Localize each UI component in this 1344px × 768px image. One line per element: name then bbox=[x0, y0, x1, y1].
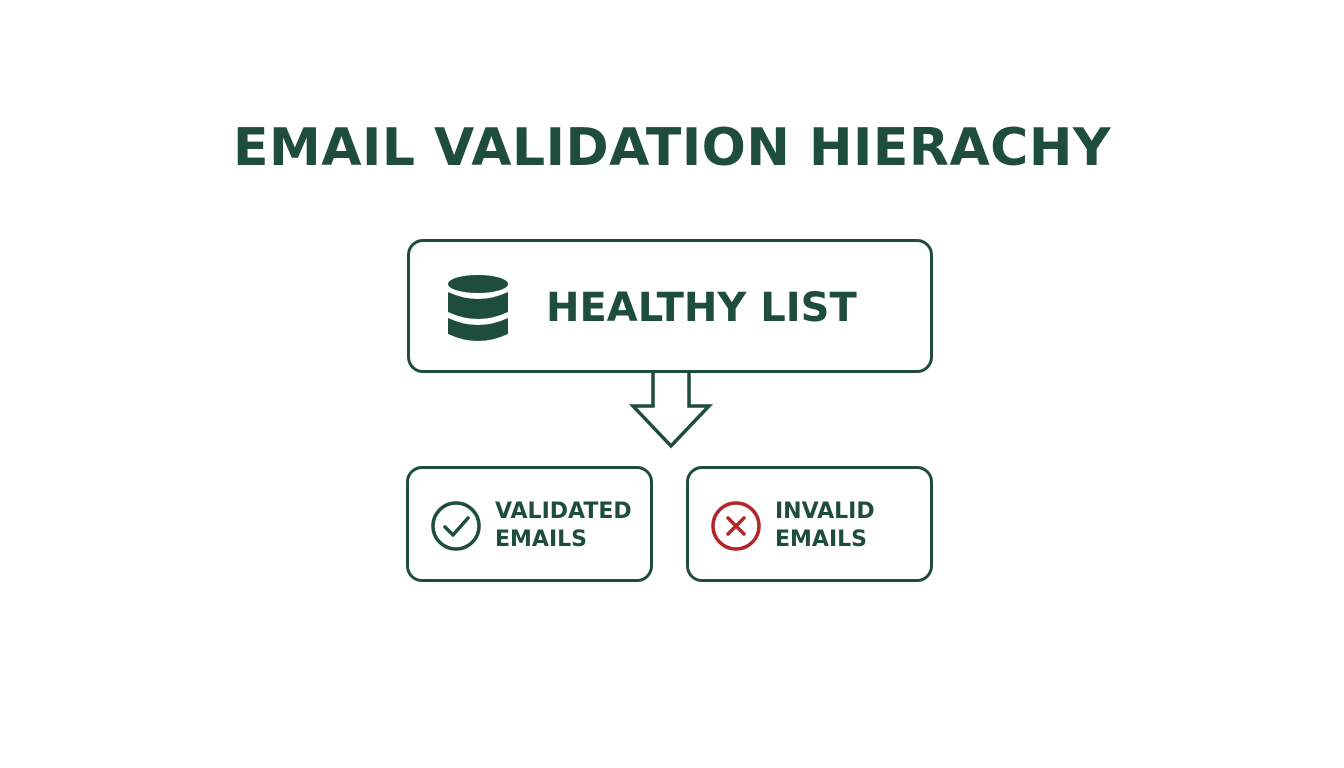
invalid-emails-line1: INVALID bbox=[775, 499, 875, 524]
validated-emails-label: VALIDATED EMAILS bbox=[495, 498, 632, 554]
validated-emails-node: VALIDATED EMAILS bbox=[406, 466, 653, 582]
database-icon bbox=[448, 275, 508, 341]
diagram-title: EMAIL VALIDATION HIERACHY bbox=[232, 118, 1112, 178]
down-arrow-icon bbox=[628, 373, 714, 449]
invalid-emails-line2: EMAILS bbox=[775, 527, 867, 552]
x-circle-icon bbox=[711, 501, 761, 551]
healthy-list-label: HEALTHY LIST bbox=[546, 285, 857, 331]
healthy-list-node: HEALTHY LIST bbox=[407, 239, 933, 373]
invalid-emails-label: INVALID EMAILS bbox=[775, 498, 875, 554]
invalid-emails-node: INVALID EMAILS bbox=[686, 466, 933, 582]
validated-emails-line1: VALIDATED bbox=[495, 499, 632, 524]
validated-emails-line2: EMAILS bbox=[495, 527, 587, 552]
check-circle-icon bbox=[431, 501, 481, 551]
